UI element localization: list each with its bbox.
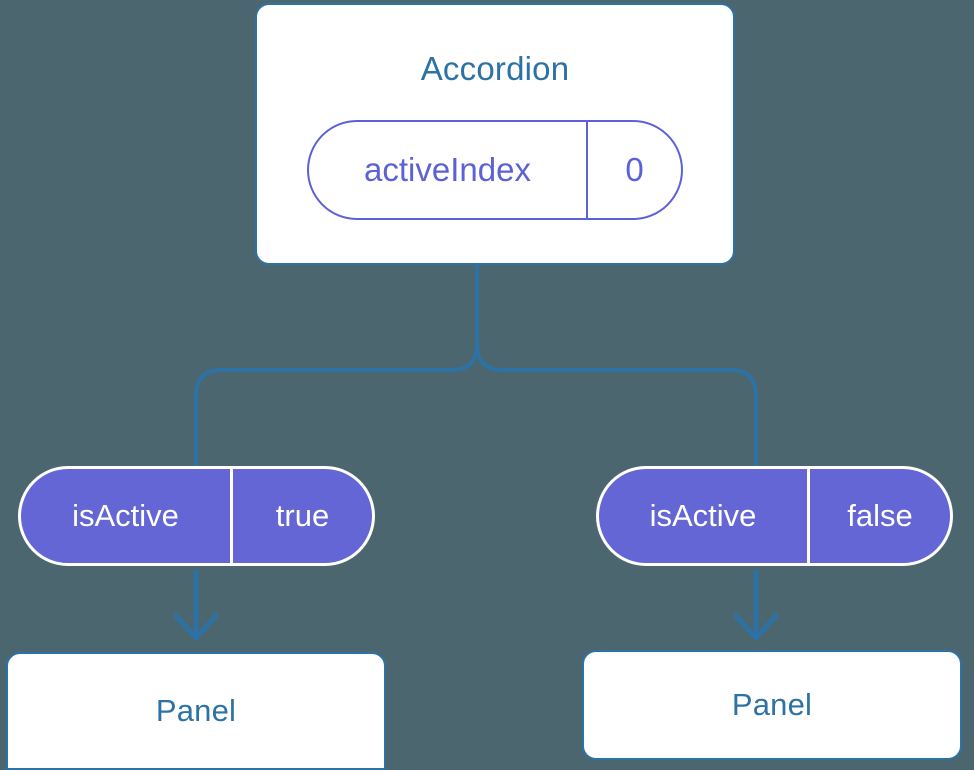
prop-value-isactive-right: false (847, 498, 913, 533)
panel-component-card-left[interactable]: Panel (6, 652, 386, 770)
panel-component-card-right[interactable]: Panel (582, 650, 962, 760)
state-value-activeindex: 0 (625, 151, 644, 188)
prop-key-isactive-left: isActive (21, 469, 233, 563)
accordion-state-pill[interactable]: activeIndex 0 (307, 120, 683, 220)
prop-key-isactive-right: isActive (599, 469, 810, 563)
panel-title-right: Panel (731, 687, 813, 722)
tree-connector-path-right (475, 262, 758, 468)
prop-pill-isactive-false[interactable]: isActive false (596, 466, 953, 566)
down-arrow-icon-left (173, 570, 219, 641)
accordion-title: Accordion (420, 50, 570, 87)
prop-pill-isactive-true[interactable]: isActive true (18, 466, 375, 566)
tree-connector-path (194, 262, 479, 468)
prop-value-isactive-left: true (275, 498, 330, 533)
panel-title-left: Panel (155, 693, 237, 728)
down-arrow-icon-right (733, 570, 779, 641)
state-key-activeindex: activeIndex (309, 122, 588, 218)
